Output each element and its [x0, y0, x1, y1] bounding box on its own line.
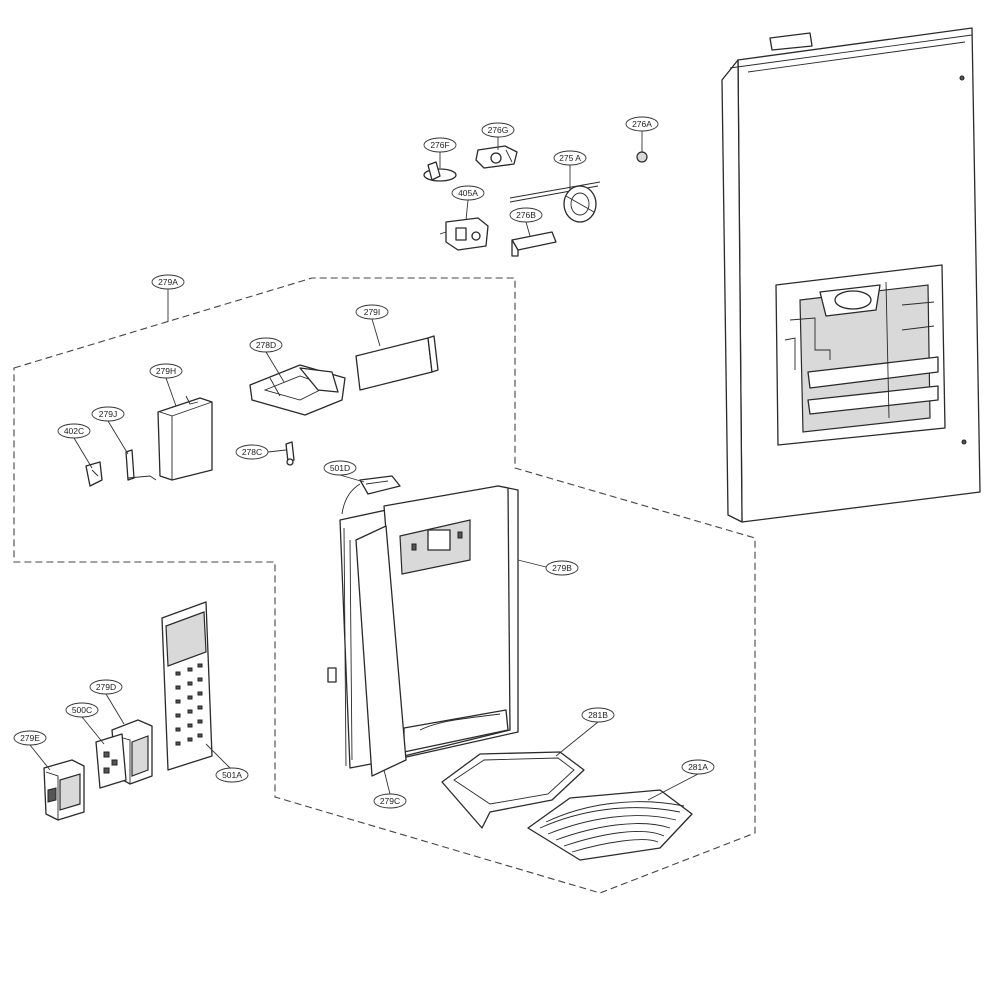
label-500C: 500C: [72, 705, 92, 715]
part-276A-drawing: [636, 151, 648, 163]
callout-278D: 278D: [249, 337, 283, 353]
callout-279J: 279J: [91, 406, 125, 422]
label-278D: 278D: [256, 340, 276, 350]
callout-279B: 279B: [545, 560, 579, 576]
part-279E-drawing: [43, 759, 85, 821]
part-275A-drawing: [509, 181, 601, 223]
part-276G-drawing: [475, 145, 518, 169]
label-279A: 279A: [158, 277, 178, 287]
callout-276F: 276F: [423, 137, 457, 153]
callout-279D: 279D: [89, 679, 123, 695]
part-279C-cover-drawing: [355, 525, 407, 777]
callout-281B: 281B: [581, 707, 615, 723]
callout-402C: 402C: [57, 423, 91, 439]
label-278C: 278C: [242, 447, 262, 457]
callout-276B: 276B: [509, 207, 543, 223]
label-402C: 402C: [64, 426, 84, 436]
label-276B: 276B: [516, 210, 536, 220]
part-281B-tray-drawing: [441, 751, 585, 829]
part-279I-drawing: [355, 335, 439, 391]
door-panel: [721, 27, 981, 523]
callout-405A: 405A: [451, 185, 485, 201]
callout-279I: 279I: [355, 304, 389, 320]
label-279J: 279J: [99, 409, 117, 419]
part-276B-drawing: [511, 231, 557, 257]
part-279B-housing-drawing: [327, 485, 519, 769]
label-276G: 276G: [488, 125, 509, 135]
label-276A: 276A: [632, 119, 652, 129]
label-501A: 501A: [222, 770, 242, 780]
part-278D-drawing: [249, 364, 346, 416]
part-278C-drawing: [285, 441, 295, 466]
part-500C-drawing: [95, 733, 127, 789]
part-281A-grille-drawing: [527, 789, 693, 861]
label-279C: 279C: [380, 796, 400, 806]
callout-276A: 276A: [625, 116, 659, 132]
callout-501A: 501A: [215, 767, 249, 783]
label-279H: 279H: [156, 366, 176, 376]
label-279D: 279D: [96, 682, 116, 692]
callout-279C: 279C: [373, 793, 407, 809]
part-276F-drawing: [423, 161, 457, 182]
label-281A: 281A: [688, 762, 708, 772]
label-281B: 281B: [588, 710, 608, 720]
label-501D: 501D: [330, 463, 350, 473]
part-501D-drawing: [341, 475, 401, 515]
callout-279E: 279E: [13, 730, 47, 746]
part-405A-drawing: [439, 217, 489, 251]
label-276F: 276F: [430, 140, 449, 150]
label-279E: 279E: [20, 733, 40, 743]
part-501A-panel-drawing: [161, 601, 213, 771]
callout-501D: 501D: [323, 460, 357, 476]
callout-278C: 278C: [235, 444, 269, 460]
label-275A: 275 A: [559, 153, 581, 163]
label-279I: 279I: [364, 307, 381, 317]
callout-281A: 281A: [681, 759, 715, 775]
assembly-group-boundary: [13, 277, 756, 894]
callout-276G: 276G: [481, 122, 515, 138]
callout-275A: 275 A: [553, 150, 587, 166]
label-279B: 279B: [552, 563, 572, 573]
leader-lines: [29, 131, 699, 801]
callout-500C: 500C: [65, 702, 99, 718]
part-279H-drawing: [157, 395, 213, 481]
callout-279H: 279H: [149, 363, 183, 379]
part-402C-drawing: [85, 461, 103, 487]
part-279J-drawing: [125, 449, 157, 481]
callout-279A: 279A: [151, 274, 185, 290]
label-405A: 405A: [458, 188, 478, 198]
